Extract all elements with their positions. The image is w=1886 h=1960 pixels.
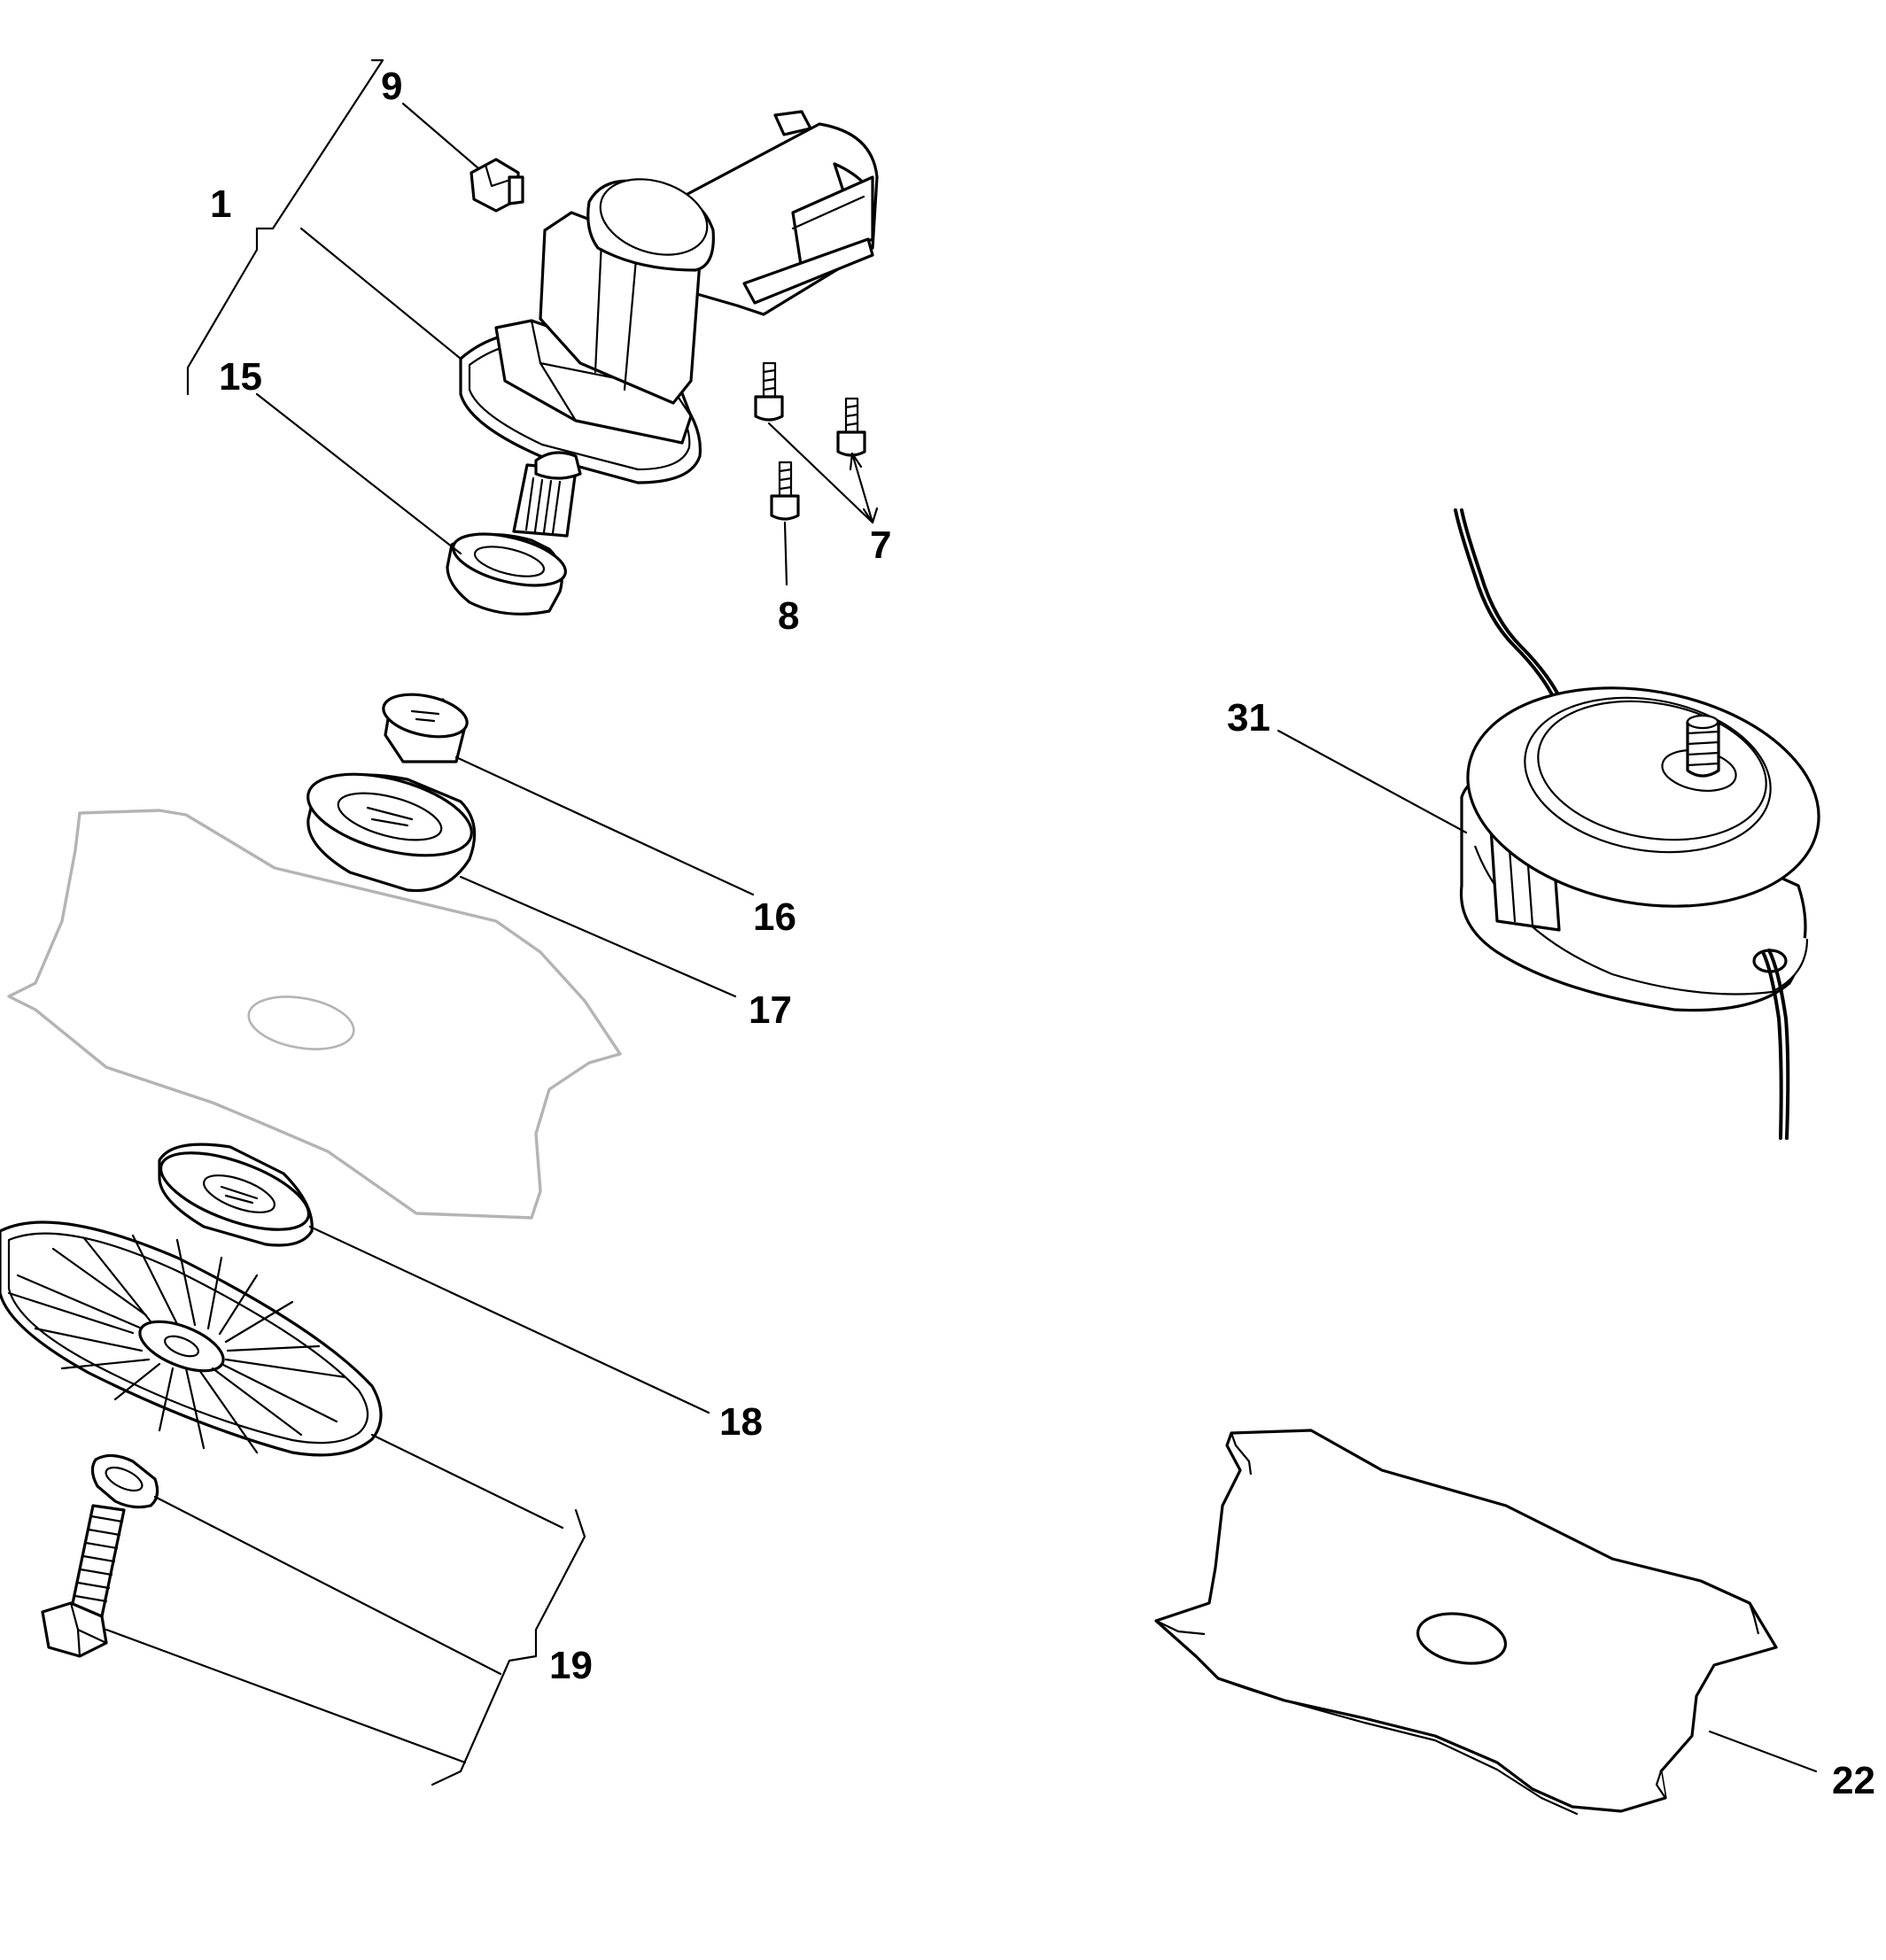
group-bracket-1 xyxy=(186,58,384,396)
leader-15 xyxy=(255,392,462,555)
callout-19: 19 xyxy=(549,1644,593,1687)
leader-8 xyxy=(783,521,788,586)
seal-ring-15 xyxy=(446,532,567,616)
leader-17 xyxy=(459,875,737,998)
washer-17 xyxy=(307,772,477,893)
leader-9 xyxy=(401,102,480,170)
washer-18 xyxy=(158,1143,314,1247)
leader-19-washer xyxy=(153,1495,502,1676)
callout-22: 22 xyxy=(1832,1759,1875,1802)
leader-1 xyxy=(299,227,462,360)
trimmer-head-31 xyxy=(1454,508,1820,1140)
callout-31: 31 xyxy=(1227,696,1270,740)
leader-22 xyxy=(1708,1730,1818,1773)
protective-disc-19 xyxy=(0,1220,383,1457)
screws-7-8 xyxy=(754,361,866,521)
leader-31 xyxy=(1277,729,1468,834)
callout-16: 16 xyxy=(753,895,796,939)
leader-19-disc xyxy=(370,1433,564,1530)
gearbox-head xyxy=(459,110,879,538)
callout-17: 17 xyxy=(749,988,792,1032)
callout-9: 9 xyxy=(381,65,402,108)
arrow-7 xyxy=(849,452,879,524)
leader-16 xyxy=(454,755,755,896)
bolt-19 xyxy=(41,1504,126,1658)
callout-15: 15 xyxy=(219,355,262,399)
bushing-16 xyxy=(382,693,469,763)
group-bracket-19 xyxy=(431,1508,586,1786)
callout-1: 1 xyxy=(210,182,231,226)
background-blade xyxy=(7,809,622,1220)
metal-blade-22 xyxy=(1154,1429,1778,1816)
small-washer-19 xyxy=(90,1453,159,1509)
callout-8: 8 xyxy=(778,594,799,638)
plug-screw-9 xyxy=(470,158,524,213)
callout-18: 18 xyxy=(719,1400,763,1444)
callout-7: 7 xyxy=(870,523,891,567)
leader-19-bolt xyxy=(105,1628,467,1764)
leader-18 xyxy=(308,1225,710,1414)
